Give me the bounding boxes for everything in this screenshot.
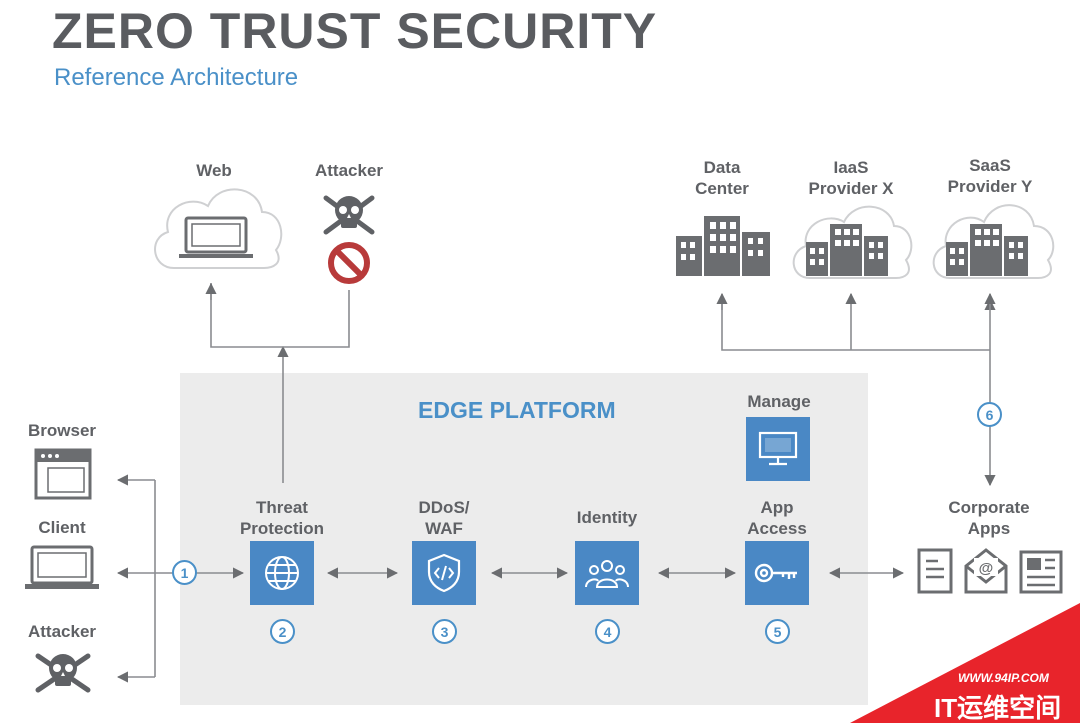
shield-code-icon [427,553,461,593]
page-subtitle: Reference Architecture [54,64,299,91]
watermark-name: IT运维空间 [934,693,1062,723]
client-laptop-icon [25,545,99,589]
document-icon [917,548,953,594]
manage-box [746,417,810,481]
attacker-client-label: Attacker [27,622,97,641]
browser-label: Browser [27,421,97,440]
web-cloud-icon [154,188,283,269]
browser-window-icon [34,448,92,500]
attacker-top-label: Attacker [314,161,384,180]
identity-label: Identity [576,508,638,527]
web-label: Web [196,161,232,180]
threat-protection-box [250,541,314,605]
saas-cloud-building-icon [932,204,1055,279]
block-icon [328,242,370,284]
laptop-icon [179,216,253,258]
page-title: ZERO TRUST SECURITY [52,3,658,59]
globe-icon [265,556,299,590]
iaas-cloud-building-icon [792,205,913,279]
manage-label: Manage [747,392,811,411]
monitor-icon [758,431,798,466]
corporate-apps-icons: @ [917,548,1063,594]
attacker-skull-icon [35,653,91,693]
client-label: Client [38,518,86,537]
ddos-waf-label: DDoS/WAF [418,498,470,538]
watermark-banner [850,603,1080,723]
key-icon [754,563,797,583]
ddos-waf-box [412,541,476,605]
email-icon: @ [964,548,1008,594]
step-5-badge: 5 [765,619,790,644]
edge-platform-title: EDGE PLATFORM [418,397,616,423]
watermark-url: WWW.94IP.COM [958,671,1049,685]
step-4-badge: 4 [595,619,620,644]
skull-crossbones-icon [323,195,375,235]
step-1-badge: 1 [172,560,197,585]
web-attacker-bracket [210,283,350,348]
app-access-box [745,541,809,605]
identity-box [575,541,639,605]
svg-text:@: @ [979,560,994,577]
datacenter-building-icon [676,216,770,276]
users-icon [585,560,629,588]
step-3-badge: 3 [432,619,457,644]
step-2-badge: 2 [270,619,295,644]
destinations-bracket [721,300,990,351]
newspaper-icon [1019,550,1063,594]
step-6-badge: 6 [977,402,1002,427]
